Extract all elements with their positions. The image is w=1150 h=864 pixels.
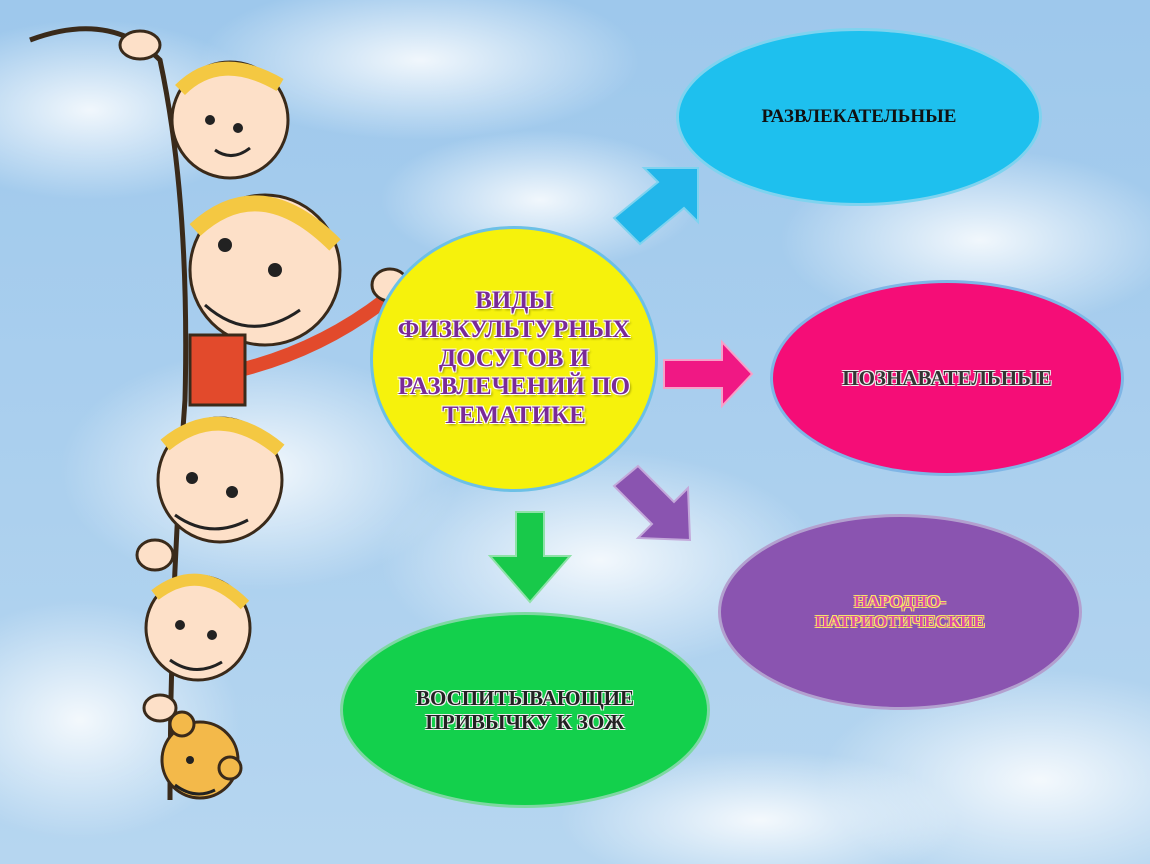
healthy-habits-oval: ВОСПИТЫВАЮЩИЕ ПРИВЫЧКУ К ЗОЖ: [340, 612, 710, 808]
patriotic-oval: НАРОДНО-ПАТРИОТИЧЕСКИЕ: [718, 514, 1082, 710]
arrow-down-icon: [487, 511, 573, 604]
patriotic-label: НАРОДНО-ПАТРИОТИЧЕСКИЕ: [815, 592, 985, 631]
arrow-up-right-icon: [612, 167, 699, 246]
entertaining-label: РАЗВЛЕКАТЕЛЬНЫЕ: [761, 106, 957, 128]
kid-face-2: [188, 193, 410, 407]
teddy-bear: [160, 710, 243, 800]
healthy-habits-label: ВОСПИТЫВАЮЩИЕ ПРИВЫЧКУ К ЗОЖ: [416, 685, 634, 734]
center-topic-label: ВИДЫ ФИЗКУЛЬТУРНЫХ ДОСУГОВ И РАЗВЛЕЧЕНИЙ…: [397, 287, 631, 430]
arrow-right-icon: [663, 339, 754, 409]
kid-face-1: [118, 29, 290, 180]
cognitive-label: ПОЗНАВАТЕЛЬНЫЕ: [842, 365, 1052, 390]
kid-face-3: [135, 416, 285, 572]
center-topic-circle: ВИДЫ ФИЗКУЛЬТУРНЫХ ДОСУГОВ И РАЗВЛЕЧЕНИЙ…: [370, 226, 658, 492]
cognitive-oval: ПОЗНАВАТЕЛЬНЫЕ: [770, 280, 1124, 476]
arrow-down-right-icon: [612, 464, 692, 542]
entertaining-oval: РАЗВЛЕКАТЕЛЬНЫЕ: [676, 28, 1042, 206]
kid-face-4: [142, 573, 252, 723]
